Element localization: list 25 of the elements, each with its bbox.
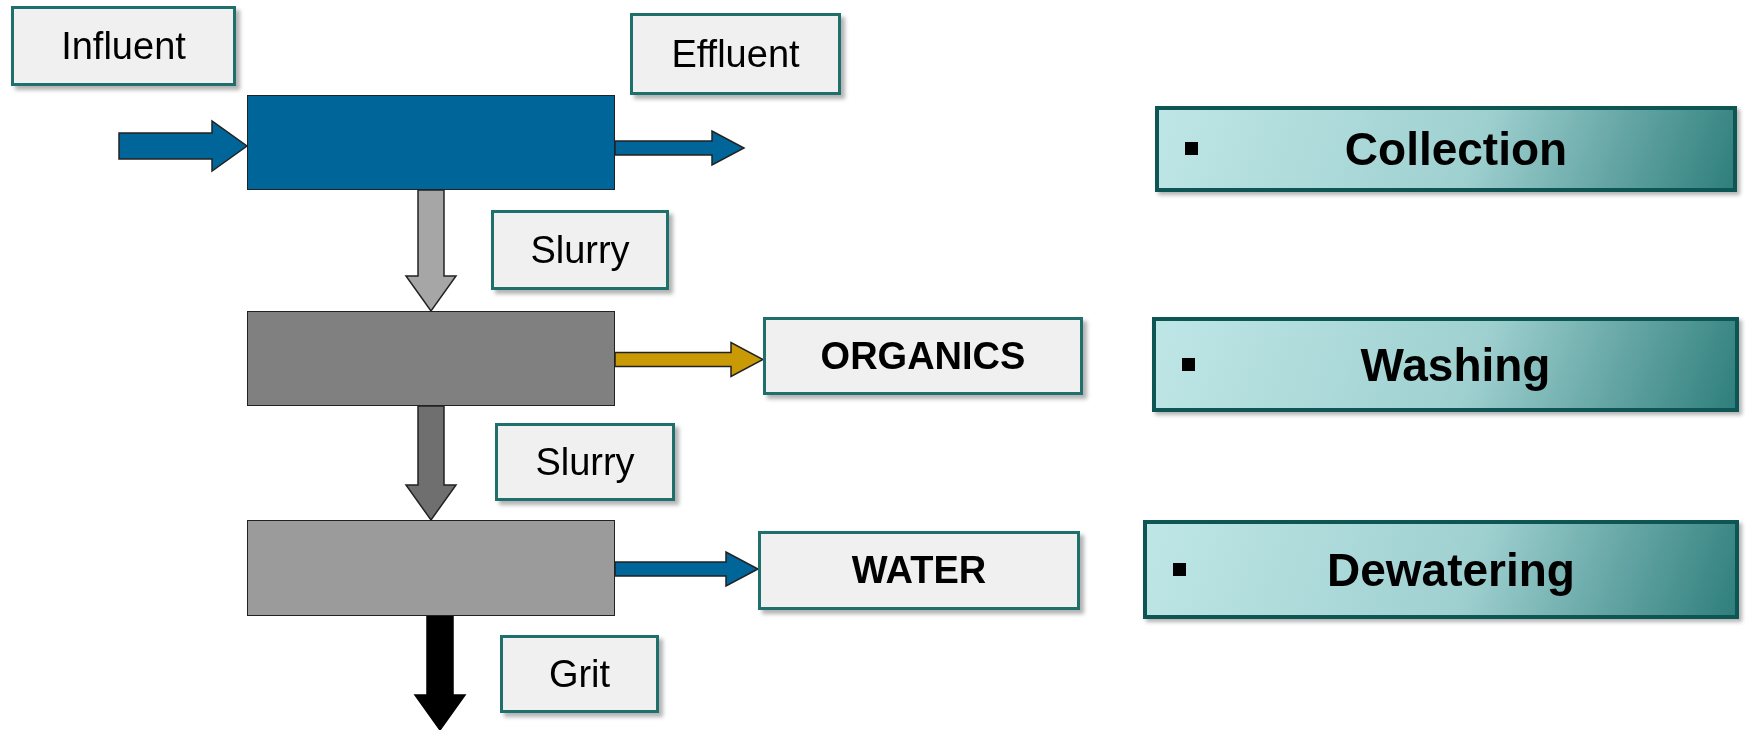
edge-label: Slurry: [495, 423, 675, 501]
node-label: WATER: [851, 549, 987, 592]
block-arrow: [614, 550, 760, 588]
block-arrow: [118, 119, 249, 173]
edge-label: Grit: [500, 635, 659, 713]
process-unit-box: [247, 520, 615, 616]
step-box: [1155, 106, 1737, 192]
node-label: Collection: [1344, 122, 1568, 176]
block-arrow: [404, 405, 458, 522]
edge-label: Slurry: [491, 210, 669, 290]
block-arrow: [413, 615, 467, 730]
node-label: ORGANICS: [820, 334, 1026, 378]
edge-label: Effluent: [630, 13, 841, 95]
step-box: [1152, 317, 1739, 412]
process-unit-box: [247, 95, 615, 190]
node-label: Washing: [1360, 337, 1551, 392]
node-label: Dewatering: [1327, 542, 1575, 597]
block-arrow: [404, 189, 458, 313]
block-arrow: [614, 341, 765, 378]
edge-label: Influent: [11, 6, 236, 86]
step-box: [1143, 520, 1739, 619]
output-box: [763, 317, 1083, 395]
block-arrow: [614, 129, 746, 167]
process-unit-box: [247, 311, 615, 406]
output-box: [758, 531, 1080, 610]
